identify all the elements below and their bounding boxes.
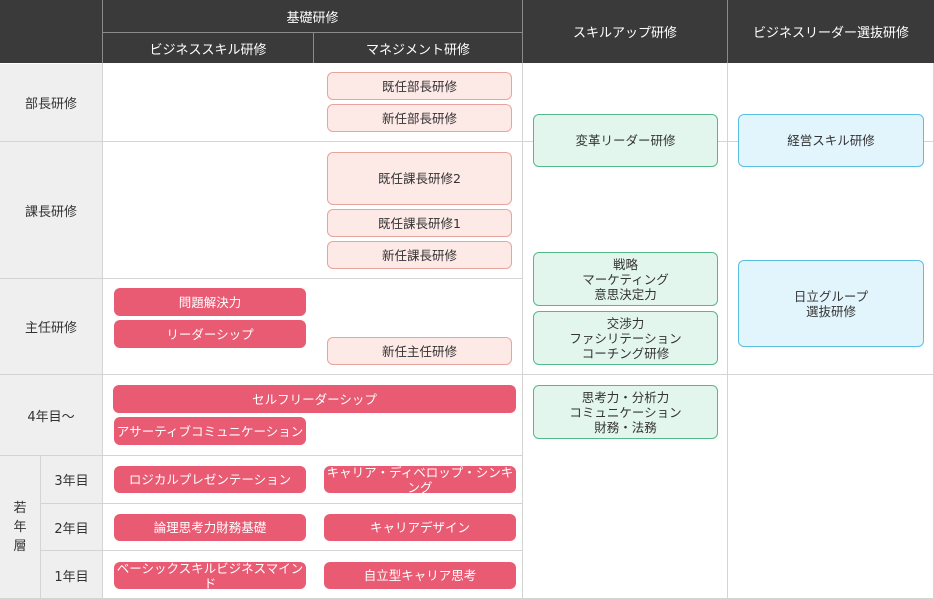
box-shinnin-kacho: 新任課長研修 (327, 241, 512, 269)
header-management: マネジメント研修 (314, 33, 522, 63)
box-keiei: 経営スキル研修 (738, 114, 924, 167)
box-assertive: アサーティブコミュニケーション (114, 417, 306, 445)
row-label-yonen: 4年目〜 (0, 375, 102, 455)
box-career-develop: キャリア・ディベロップ・シンキング (324, 465, 516, 495)
row-label-ichinen: 1年目 (41, 551, 102, 599)
box-shiko: 思考力・分析力 コミュニケーション 財務・法務 (533, 385, 718, 439)
box-hitachi: 日立グループ 選抜研修 (738, 260, 924, 347)
row-label-shunin: 主任研修 (0, 279, 102, 374)
box-ronri: 論理思考力財務基礎 (114, 514, 306, 541)
row-label-bucho: 部長研修 (0, 64, 102, 141)
box-kinin-kacho2: 既任課長研修2 (327, 152, 512, 205)
box-career-design: キャリアデザイン (324, 514, 516, 541)
grid-line (41, 550, 523, 551)
grid-line (0, 141, 934, 142)
row-label-ninen: 2年目 (41, 504, 102, 550)
box-shinnin-shunin: 新任主任研修 (327, 337, 512, 365)
grid-line (41, 503, 523, 504)
row-label-wakate: 若 年 層 (0, 456, 40, 599)
box-logical: ロジカルプレゼンテーション (114, 466, 306, 493)
header-divider (727, 0, 728, 63)
box-senryaku: 戦略 マーケティング 意思決定力 (533, 252, 718, 306)
header-leader: ビジネスリーダー選抜研修 (728, 0, 934, 63)
header-divider (313, 33, 314, 63)
header-skill-up: スキルアップ研修 (523, 0, 727, 63)
header-business-skill: ビジネススキル研修 (103, 33, 313, 63)
box-kinin-bucho: 既任部長研修 (327, 72, 512, 100)
row-label-kacho: 課長研修 (0, 142, 102, 278)
grid-line (102, 63, 103, 599)
grid-line (0, 374, 934, 375)
box-jiritsu: 自立型キャリア思考 (324, 562, 516, 589)
box-shinnin-bucho: 新任部長研修 (327, 104, 512, 132)
header-kiso: 基礎研修 (103, 0, 522, 32)
box-mondai: 問題解決力 (114, 288, 306, 316)
box-kinin-kacho1: 既任課長研修1 (327, 209, 512, 237)
grid-line (727, 63, 728, 599)
header-divider (103, 32, 522, 33)
box-leadership: リーダーシップ (114, 320, 306, 348)
header-divider (102, 0, 103, 63)
box-self-leadership: セルフリーダーシップ (113, 385, 516, 413)
box-henkaku: 変革リーダー研修 (533, 114, 718, 167)
grid-line (0, 278, 523, 279)
grid-line (522, 63, 523, 599)
row-label-sannen: 3年目 (41, 456, 102, 503)
header-divider (522, 0, 523, 63)
grid-line (0, 455, 523, 456)
grid-line (40, 456, 41, 599)
box-kosho: 交渉力 ファシリテーション コーチング研修 (533, 311, 718, 365)
header-corner (0, 0, 102, 63)
box-basic: ベーシックスキルビジネスマインド (114, 561, 306, 591)
